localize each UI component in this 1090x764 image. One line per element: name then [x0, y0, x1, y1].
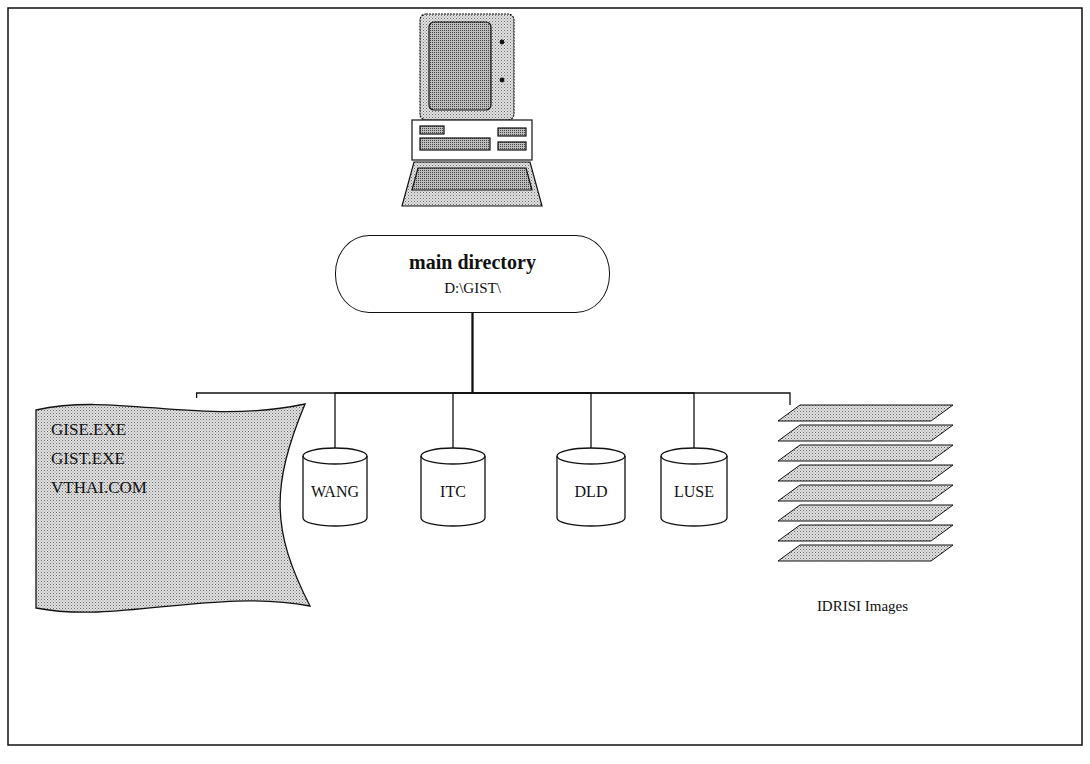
keyboard	[402, 162, 542, 206]
cylinder-body	[303, 448, 367, 526]
directory-box: main directoryD:\GIST\	[335, 235, 610, 313]
cylinder-body	[557, 448, 625, 526]
database-label: WANG	[311, 483, 359, 501]
document-shape	[36, 404, 310, 612]
tree-connector	[473, 313, 791, 405]
program-files-document: GISE.EXE GIST.EXE VTHAI.COM	[35, 398, 311, 618]
cylinder-body	[661, 448, 727, 526]
image-layer	[778, 425, 953, 441]
database-cylinder: WANG	[302, 448, 368, 526]
layer-caption: IDRISI Images	[817, 598, 908, 615]
keyboard-keys	[412, 168, 532, 190]
drive-slot	[498, 128, 526, 136]
monitor-button	[500, 40, 504, 44]
monitor-case	[420, 14, 514, 120]
monitor-button	[500, 78, 504, 82]
tree-connector	[453, 313, 473, 448]
file-name: VTHAI.COM	[51, 478, 311, 498]
cylinder-rim	[557, 456, 625, 464]
tree-connector	[335, 313, 473, 448]
system-unit	[412, 120, 532, 160]
database-label: DLD	[575, 483, 608, 501]
frame-border	[8, 8, 1082, 745]
file-name: GISE.EXE	[51, 420, 311, 440]
tree-connector	[197, 313, 473, 398]
image-layer	[778, 405, 953, 421]
image-layer	[778, 465, 953, 481]
database-label: ITC	[440, 483, 466, 501]
directory-label: D:\GIST\	[444, 280, 501, 297]
drive-slot	[498, 142, 526, 150]
monitor-screen	[429, 22, 491, 110]
drive-slot	[420, 126, 444, 134]
database-label: LUSE	[674, 483, 714, 501]
image-layer	[778, 485, 953, 501]
layer-stack-outline	[770, 405, 955, 585]
image-layer	[778, 545, 953, 561]
directory-label: main directory	[409, 251, 536, 274]
file-name: GIST.EXE	[51, 449, 311, 469]
cylinder-body	[421, 448, 485, 526]
database-cylinder: LUSE	[660, 448, 728, 526]
image-layer-stack: IDRISI Images	[770, 405, 955, 617]
image-layer	[778, 445, 953, 461]
image-layer	[778, 525, 953, 541]
computer-icon	[402, 14, 542, 206]
tree-connector	[473, 313, 695, 448]
tree-connector	[473, 313, 592, 448]
image-layer	[778, 505, 953, 521]
cylinder-rim	[661, 456, 727, 464]
cylinder-rim	[421, 456, 485, 464]
cylinder-rim	[303, 456, 367, 464]
front-panel	[420, 138, 490, 150]
database-cylinder: DLD	[556, 448, 626, 526]
database-cylinder: ITC	[420, 448, 486, 526]
